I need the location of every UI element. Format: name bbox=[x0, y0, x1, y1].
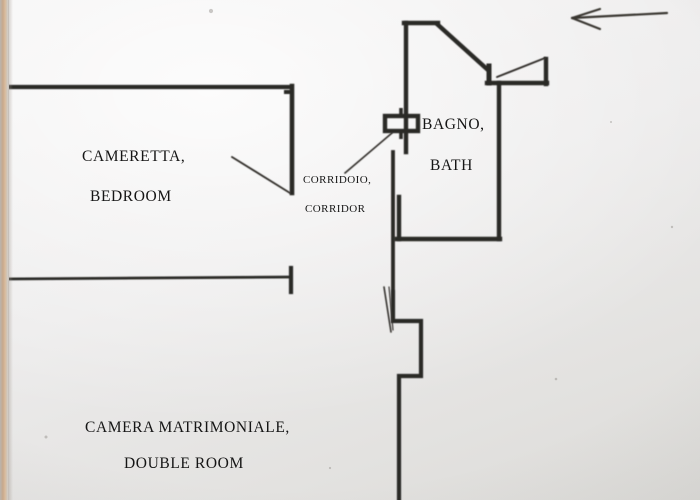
double-room-door-swing-line-a bbox=[383, 286, 392, 333]
bath-door-swing-line bbox=[496, 57, 546, 78]
corridor-door-symbol bbox=[382, 108, 421, 139]
wall-bedroom-bottom bbox=[3, 275, 293, 281]
arrow-shaft bbox=[570, 11, 669, 20]
room-label-bedroom-it: CAMERETTA, bbox=[82, 148, 186, 165]
room-label-bedroom-en: BEDROOM bbox=[90, 188, 172, 205]
wall-bath-diagonal bbox=[433, 20, 492, 74]
paper-speckles bbox=[44, 8, 674, 470]
room-label-bath-it: BAGNO, bbox=[422, 116, 485, 133]
wall-zigzag-double-room bbox=[390, 289, 424, 500]
room-label-corridor-en: CORRIDOR bbox=[305, 203, 366, 215]
double-room-door-swing-line-b bbox=[388, 286, 394, 331]
left-pointing-arrow bbox=[570, 7, 669, 31]
arrow-head-lower bbox=[570, 16, 602, 31]
bedroom-door-swing-line bbox=[231, 156, 291, 194]
room-label-double-room-en: DOUBLE ROOM bbox=[124, 455, 244, 472]
room-label-double-room-it: CAMERA MATRIMONIALE, bbox=[85, 419, 290, 436]
corridor-leader-line bbox=[344, 132, 393, 174]
room-label-bath-en: BATH bbox=[430, 157, 473, 174]
room-label-corridor-it: CORRIDOIO, bbox=[303, 174, 372, 186]
arrow-head-upper bbox=[570, 7, 602, 20]
